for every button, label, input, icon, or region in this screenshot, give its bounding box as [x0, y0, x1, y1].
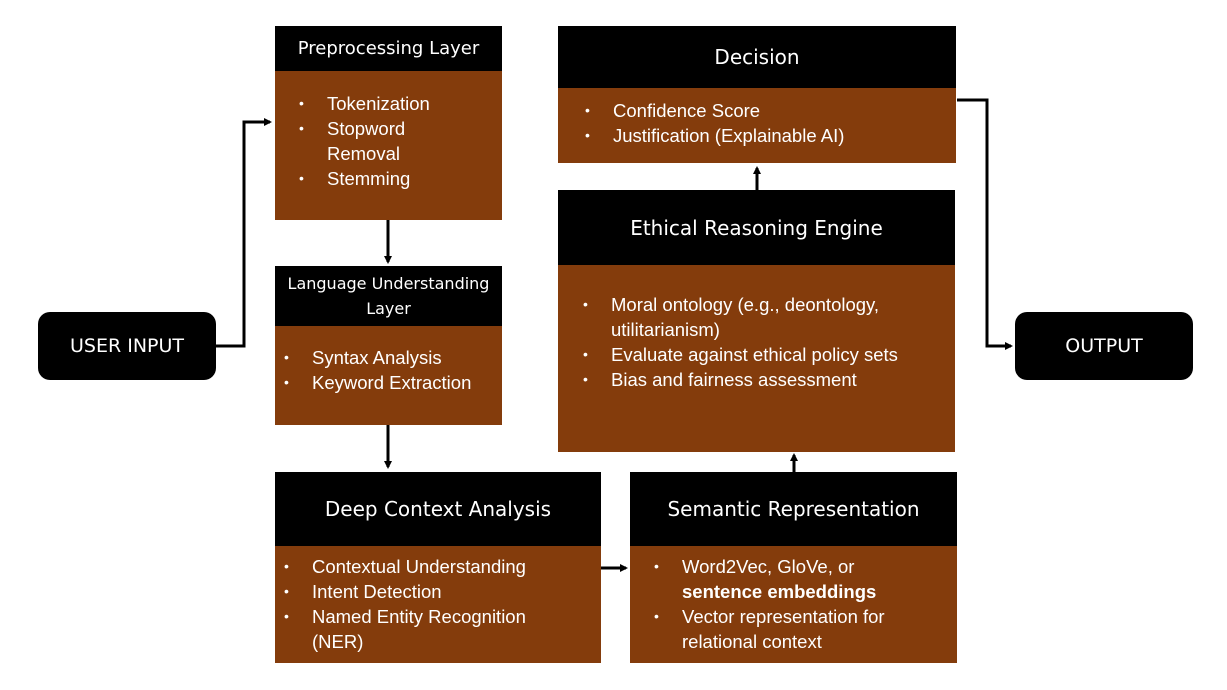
list-item: Vector representation for relational con… — [654, 604, 922, 654]
list-item: Word2Vec, GloVe, or sentence embeddings — [654, 554, 922, 604]
semantic-representation-block: Semantic Representation Word2Vec, GloVe,… — [630, 472, 957, 663]
decision-title: Decision — [558, 26, 956, 88]
deep-context-analysis-block: Deep Context Analysis Contextual Underst… — [275, 472, 601, 663]
user-input-box: USER INPUT — [38, 312, 216, 380]
language-understanding-body: Syntax Analysis Keyword Extraction — [275, 326, 502, 425]
output-box: OUTPUT — [1015, 312, 1193, 380]
preprocessing-layer-block: Preprocessing Layer Tokenization Stopwor… — [275, 26, 502, 220]
decision-block: Decision Confidence Score Justification … — [558, 26, 956, 163]
arrow-decision-to-output — [957, 98, 1013, 350]
preprocessing-layer-body: Tokenization Stopword Removal Stemming — [275, 71, 502, 220]
ethical-reasoning-engine-block: Ethical Reasoning Engine Moral ontology … — [558, 190, 955, 452]
list-item: Contextual Understanding — [284, 554, 591, 579]
semantic-representation-title: Semantic Representation — [630, 472, 957, 546]
list-item: Stemming — [299, 166, 492, 191]
semantic-representation-body: Word2Vec, GloVe, or sentence embeddings … — [630, 546, 957, 663]
language-understanding-title: Language Understanding Layer — [275, 266, 502, 326]
list-item: Evaluate against ethical policy sets — [583, 342, 911, 367]
ethical-reasoning-engine-body: Moral ontology (e.g., deontology, utilit… — [558, 265, 955, 452]
list-item: Keyword Extraction — [284, 370, 496, 395]
list-item: Moral ontology (e.g., deontology, utilit… — [583, 292, 931, 342]
list-item: Stopword Removal — [299, 116, 427, 166]
list-item: Confidence Score — [585, 98, 946, 123]
deep-context-analysis-body: Contextual Understanding Intent Detectio… — [275, 546, 601, 663]
list-item: Syntax Analysis — [284, 345, 496, 370]
list-item: Bias and fairness assessment — [583, 367, 945, 392]
output-label: OUTPUT — [1065, 335, 1143, 357]
preprocessing-layer-title: Preprocessing Layer — [275, 26, 502, 71]
user-input-label: USER INPUT — [70, 335, 184, 357]
ethical-reasoning-engine-title: Ethical Reasoning Engine — [558, 190, 955, 265]
arrow-input-to-preprocessing — [216, 118, 272, 348]
list-item: Tokenization — [299, 91, 492, 116]
deep-context-analysis-title: Deep Context Analysis — [275, 472, 601, 546]
list-item: Justification (Explainable AI) — [585, 123, 946, 148]
list-item: Named Entity Recognition (NER) — [284, 604, 562, 654]
list-item: Intent Detection — [284, 579, 591, 604]
language-understanding-block: Language Understanding Layer Syntax Anal… — [275, 266, 502, 425]
decision-body: Confidence Score Justification (Explaina… — [558, 88, 956, 163]
